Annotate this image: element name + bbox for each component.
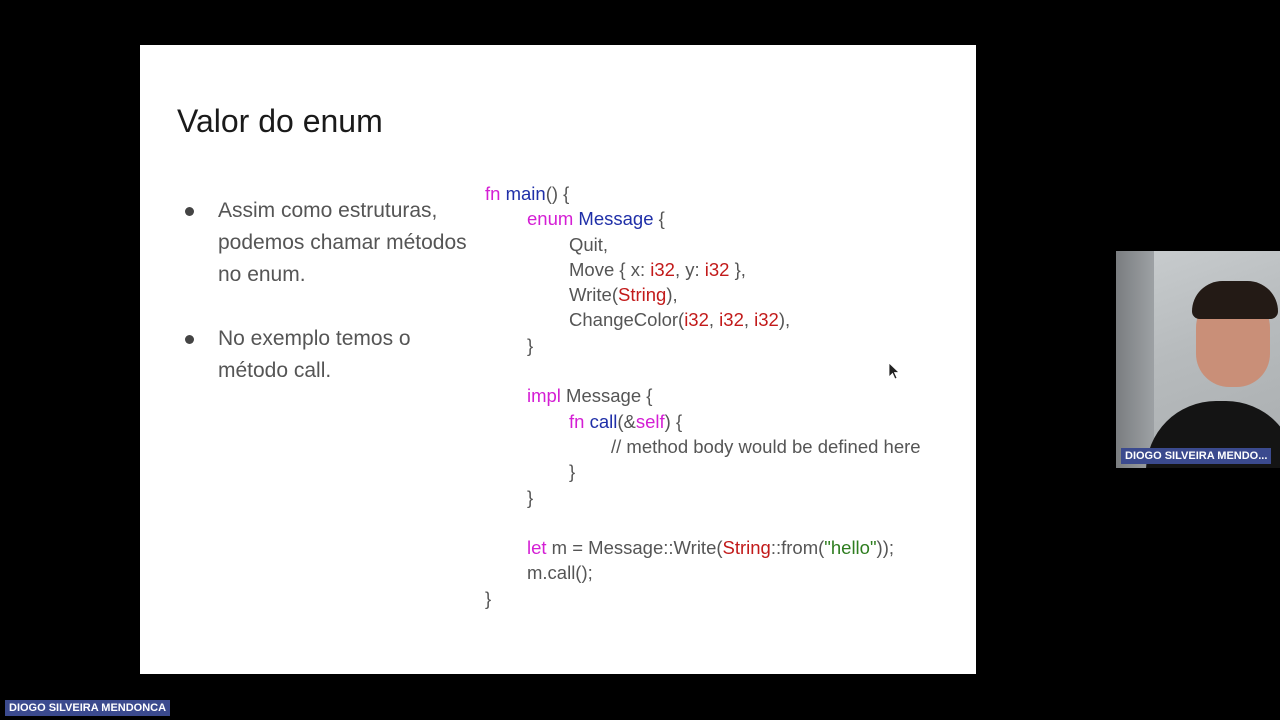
mouse-pointer-icon: [888, 362, 900, 380]
code-text: }: [569, 461, 576, 483]
code-text: },: [729, 258, 746, 280]
participant-name-tag: DIOGO SILVEIRA MENDO...: [1121, 448, 1272, 464]
code-text: }: [527, 334, 534, 356]
code-type: String: [722, 537, 771, 559]
code-text: ),: [778, 309, 791, 331]
code-keyword: fn: [485, 183, 501, 204]
code-block: fn main() { enum Message { Quit, Move { …: [485, 181, 965, 611]
code-text: ),: [666, 284, 678, 306]
code-type: i32: [704, 258, 730, 280]
bullet-item: No exemplo temos o método call.: [182, 323, 482, 387]
code-type: String: [618, 284, 667, 306]
code-line: ChangeColor(i32, i32, i32),: [485, 307, 965, 332]
video-background: [1116, 251, 1154, 468]
code-text: ) {: [664, 410, 683, 432]
code-text: ::from(: [770, 537, 825, 559]
code-text: , y:: [674, 258, 705, 280]
code-text: m.call();: [527, 562, 593, 584]
code-function: call: [589, 410, 618, 432]
slide-title: Valor do enum: [177, 103, 383, 139]
code-line: fn main() {: [485, 181, 965, 206]
code-keyword: self: [635, 410, 665, 432]
code-text: ChangeColor(: [569, 309, 685, 331]
code-type: i32: [754, 309, 779, 331]
code-keyword: enum: [527, 208, 574, 230]
code-line: impl Message {: [485, 383, 965, 408]
code-line-blank: [485, 510, 965, 535]
code-line: }: [485, 586, 965, 611]
code-text: Move { x:: [569, 258, 651, 280]
code-text: Message {: [560, 385, 653, 407]
code-text: (&: [617, 410, 636, 432]
code-type: i32: [719, 309, 744, 331]
code-text: {: [653, 208, 665, 230]
code-line: enum Message {: [485, 206, 965, 231]
code-function: Message: [578, 208, 654, 230]
code-text: m = Message::Write(: [546, 537, 723, 559]
code-line: }: [485, 333, 965, 358]
bullet-item: Assim como estruturas, podemos chamar mé…: [182, 195, 482, 291]
code-string: "hello": [824, 537, 877, 559]
code-line: }: [485, 459, 965, 484]
code-text: () {: [545, 183, 570, 204]
code-line: Quit,: [485, 232, 965, 257]
code-keyword: let: [527, 537, 547, 559]
code-keyword: fn: [569, 410, 585, 432]
code-line: }: [485, 485, 965, 510]
code-comment: // method body would be defined here: [611, 435, 921, 457]
code-line: // method body would be defined here: [485, 434, 965, 459]
code-line: m.call();: [485, 560, 965, 585]
code-text: }: [485, 587, 492, 609]
code-text: }: [527, 486, 534, 508]
code-text: ));: [876, 537, 894, 559]
participant-hair: [1192, 281, 1278, 319]
bullet-dot-icon: [185, 207, 194, 216]
code-text: ,: [708, 309, 720, 331]
code-line: fn call(&self) {: [485, 409, 965, 434]
code-text: ,: [743, 309, 755, 331]
participant-video-tile[interactable]: [1116, 251, 1280, 468]
bullet-dot-icon: [185, 335, 194, 344]
bullet-text: No exemplo temos o método call.: [218, 327, 411, 382]
bullet-list: Assim como estruturas, podemos chamar mé…: [182, 195, 482, 419]
code-type: i32: [650, 258, 675, 280]
presenter-name-tag: DIOGO SILVEIRA MENDONCA: [5, 700, 171, 716]
code-text: Write(: [569, 284, 618, 306]
code-line: let m = Message::Write(String::from("hel…: [485, 535, 965, 560]
code-line: Move { x: i32, y: i32 },: [485, 257, 965, 282]
presentation-slide: Valor do enum Assim como estruturas, pod…: [140, 45, 976, 674]
bullet-text: Assim como estruturas, podemos chamar mé…: [218, 199, 467, 286]
code-type: i32: [684, 309, 709, 331]
code-function: main: [505, 183, 546, 204]
code-keyword: impl: [527, 385, 561, 407]
code-text: Quit,: [569, 233, 609, 255]
code-line: Write(String),: [485, 282, 965, 307]
